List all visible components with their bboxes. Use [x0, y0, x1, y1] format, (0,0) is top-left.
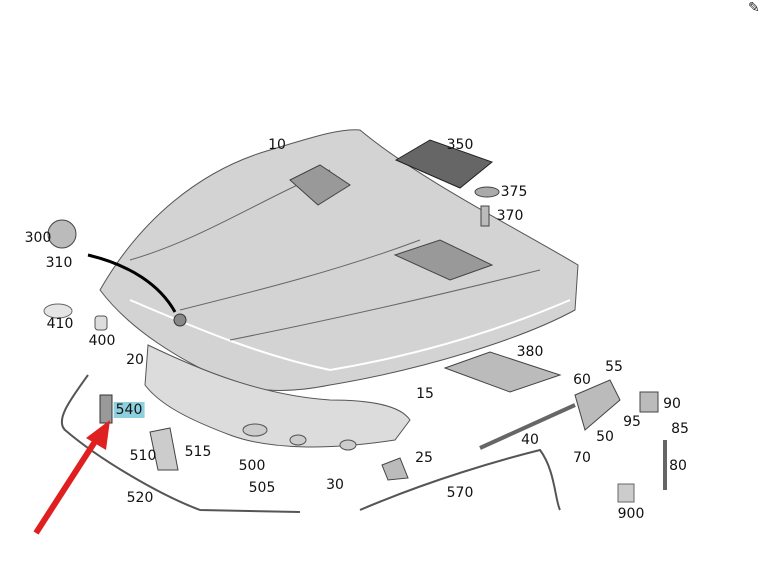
part-label-505: 505: [248, 480, 276, 496]
part-label-10: 10: [268, 137, 286, 153]
washer-375: [474, 186, 500, 198]
red-arrow-indicator: [33, 420, 110, 535]
hinge-50: [574, 379, 621, 431]
insulation-panel: [144, 344, 411, 451]
pad-410: [43, 303, 73, 319]
pointer-line: [87, 253, 177, 313]
part-label-900: 900: [617, 506, 645, 522]
part-label-70: 70: [573, 450, 591, 466]
bracket-510: [149, 427, 179, 471]
part-label-85: 85: [671, 421, 689, 437]
part-label-410: 410: [46, 316, 74, 332]
release-handle-540: [99, 394, 113, 424]
cable-520: [60, 374, 301, 513]
part-label-520: 520: [126, 490, 154, 506]
vent-grille: [394, 139, 494, 189]
latch-plate-380: [443, 351, 562, 393]
emblem-300: [47, 219, 77, 249]
part-label-55: 55: [605, 359, 623, 375]
part-label-60: 60: [573, 372, 591, 388]
part-label-25: 25: [415, 450, 433, 466]
bolt-370: [480, 205, 490, 227]
part-label-50: 50: [596, 429, 614, 445]
part-label-380: 380: [516, 344, 544, 360]
part-label-30: 30: [326, 477, 344, 493]
part-label-400: 400: [88, 333, 116, 349]
part-label-570: 570: [446, 485, 474, 501]
switch-90: [639, 391, 659, 413]
part-label-500: 500: [238, 458, 266, 474]
part-label-90: 90: [663, 396, 681, 412]
part-label-20: 20: [126, 352, 144, 368]
bumper-400: [94, 315, 108, 331]
hood-panel: [99, 129, 579, 391]
part-label-80: 80: [669, 458, 687, 474]
part-label-540-highlighted[interactable]: 540: [113, 402, 145, 418]
part-label-310: 310: [45, 255, 73, 271]
bracket-25: [381, 457, 409, 481]
part-label-515: 515: [184, 444, 212, 460]
connector-900: [617, 483, 635, 503]
part-label-95: 95: [623, 414, 641, 430]
part-label-40: 40: [521, 432, 539, 448]
edit-icon[interactable]: ✎: [748, 0, 760, 16]
part-label-300: 300: [24, 230, 52, 246]
part-label-375: 375: [500, 184, 528, 200]
gas-strut-40: [479, 403, 576, 450]
part-label-370: 370: [496, 208, 524, 224]
part-label-15: 15: [416, 386, 434, 402]
part-label-510: 510: [129, 448, 157, 464]
cable-570: [359, 448, 561, 511]
part-label-350: 350: [446, 137, 474, 153]
